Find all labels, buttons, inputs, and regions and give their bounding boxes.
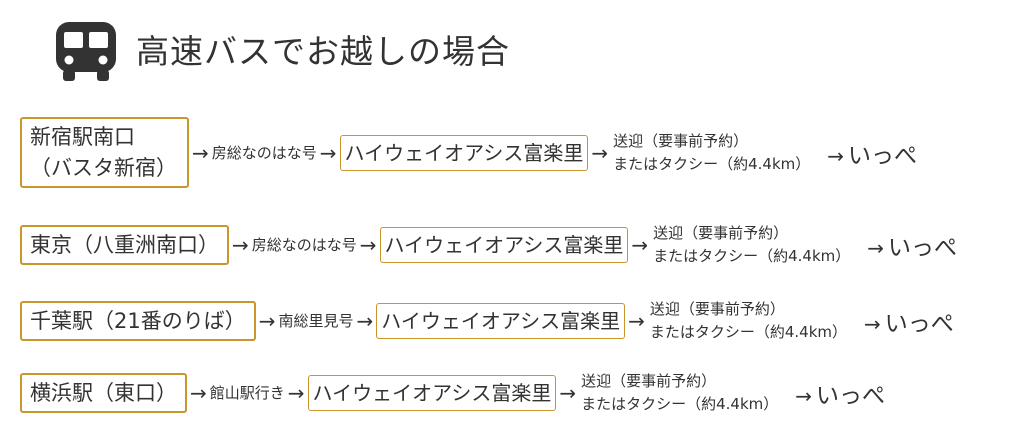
bus-name: 房総なのはな号 xyxy=(211,144,317,162)
origin-label: 東京（八重洲南口） xyxy=(30,232,219,257)
page-header: 高速バスでお越しの場合 xyxy=(50,14,510,84)
origin-box: 新宿駅南口 （バスタ新宿） xyxy=(20,117,189,188)
arrow-right-icon: → xyxy=(631,232,649,257)
dest-box: ハイウェイオアシス富楽里 xyxy=(376,302,626,339)
arrow-right-icon: → xyxy=(591,140,609,165)
final-label: いっぺ xyxy=(816,382,886,409)
dest-box: ハイウェイオアシス富楽里 xyxy=(379,226,629,263)
bus-name: 館山駅行き xyxy=(209,384,285,402)
transfer-info: 送迎（要事前予約） またはタクシー（約4.4km） xyxy=(653,222,850,267)
arrow-right-icon: → xyxy=(628,308,645,333)
final-destination: →いっぺ xyxy=(864,228,957,262)
transfer-line1: 送迎（要事前予約） xyxy=(653,224,789,242)
origin-label: 新宿駅南口 xyxy=(30,125,135,149)
transfer-line2: またはタクシー（約4.4km） xyxy=(653,247,851,265)
arrow-right-icon: → xyxy=(359,232,377,257)
bus-name: 南総里見号 xyxy=(278,312,354,330)
origin-label: 横浜駅（東口） xyxy=(30,380,177,405)
transfer-line2: またはタクシー（約4.4km） xyxy=(649,323,848,341)
transfer-info: 送迎（要事前予約） またはタクシー（約4.4km） xyxy=(581,370,778,415)
dest-box: ハイウェイオアシス富楽里 xyxy=(307,374,557,411)
origin-box: 東京（八重洲南口） xyxy=(20,224,229,265)
transfer-line1: 送迎（要事前予約） xyxy=(613,132,749,150)
route-chiba: 千葉駅（21番のりば） → 南総里見号 → ハイウェイオアシス富楽里 → 送迎（… xyxy=(20,298,954,343)
origin-box: 横浜駅（東口） xyxy=(20,372,187,413)
transfer-line2: またはタクシー（約4.4km） xyxy=(613,155,811,173)
arrow-right-icon: → xyxy=(232,232,249,257)
arrow-right-icon: → xyxy=(190,380,207,405)
transfer-line2: またはタクシー（約4.4km） xyxy=(581,395,779,413)
transfer-line1: 送迎（要事前予約） xyxy=(649,300,785,318)
arrow-right-icon: → xyxy=(559,380,577,405)
final-destination: →いっぺ xyxy=(792,376,885,410)
transfer-info: 送迎（要事前予約） またはタクシー（約4.4km） xyxy=(650,298,847,343)
final-label: いっぺ xyxy=(888,234,958,261)
bus-icon xyxy=(56,22,116,81)
arrow-right-icon: → xyxy=(192,140,209,165)
final-label: いっぺ xyxy=(848,142,918,169)
transfer-info: 送迎（要事前予約） またはタクシー（約4.4km） xyxy=(613,130,810,175)
arrow-right-icon: → xyxy=(867,235,885,260)
arrow-right-icon: → xyxy=(795,383,813,408)
arrow-right-icon: → xyxy=(287,380,305,405)
final-label: いっぺ xyxy=(884,310,954,337)
arrow-right-icon: → xyxy=(827,143,845,168)
route-shinjuku: 新宿駅南口 （バスタ新宿） → 房総なのはな号 → ハイウェイオアシス富楽里 →… xyxy=(20,117,917,188)
origin-sublabel: （バスタ新宿） xyxy=(30,156,177,180)
page-title: 高速バスでお越しの場合 xyxy=(136,32,510,71)
arrow-right-icon: → xyxy=(258,308,276,333)
arrow-right-icon: → xyxy=(864,311,881,336)
origin-box: 千葉駅（21番のりば） xyxy=(20,300,256,341)
route-tokyo: 東京（八重洲南口） → 房総なのはな号 → ハイウェイオアシス富楽里 → 送迎（… xyxy=(20,222,957,267)
origin-label: 千葉駅（21番のりば） xyxy=(30,308,246,333)
dest-box: ハイウェイオアシス富楽里 xyxy=(339,134,589,171)
final-destination: →いっぺ xyxy=(824,136,917,170)
arrow-right-icon: → xyxy=(319,140,337,165)
bus-name: 房総なのはな号 xyxy=(251,236,357,254)
arrow-right-icon: → xyxy=(356,308,374,333)
transfer-line1: 送迎（要事前予約） xyxy=(581,372,717,390)
final-destination: →いっぺ xyxy=(861,304,954,338)
route-yokohama: 横浜駅（東口） → 館山駅行き → ハイウェイオアシス富楽里 → 送迎（要事前予… xyxy=(20,370,885,415)
